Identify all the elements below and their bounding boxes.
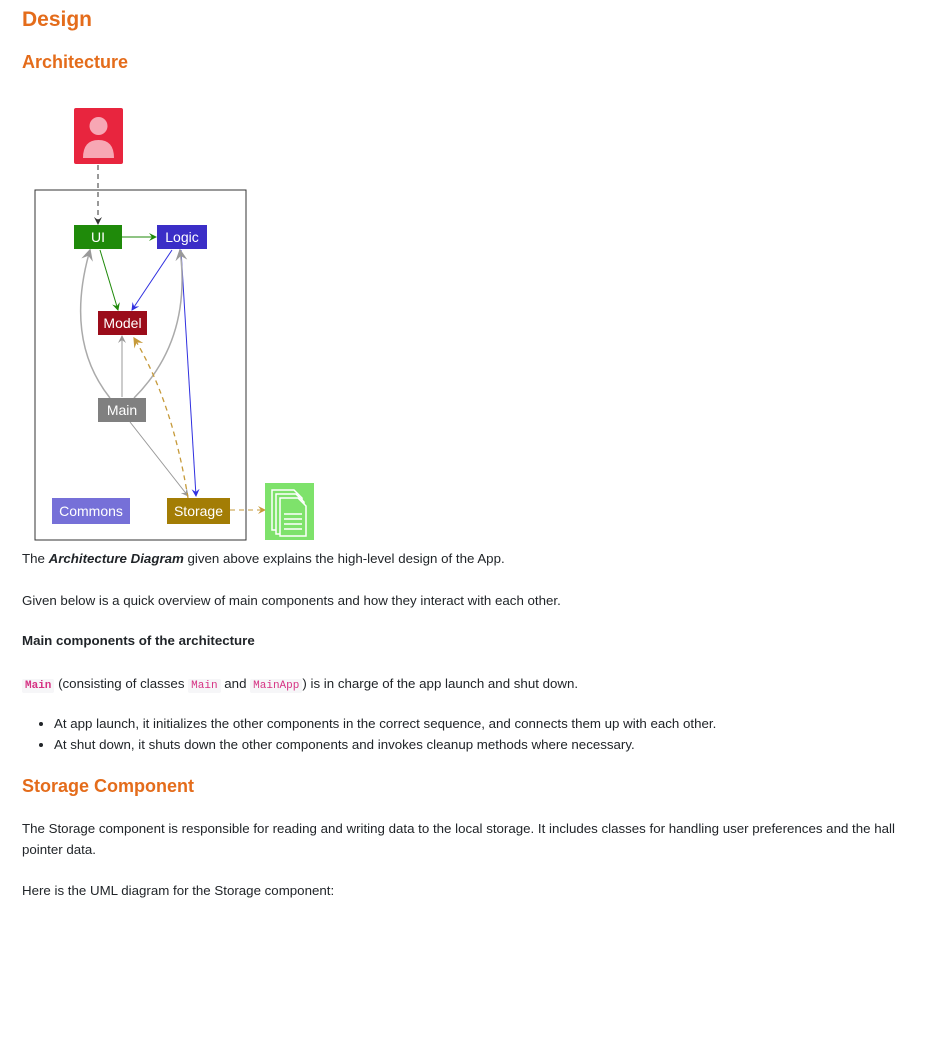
architecture-description: The Architecture Diagram given above exp… xyxy=(22,551,505,566)
list-item: At app launch, it initializes the other … xyxy=(54,714,716,735)
model-node: Model xyxy=(98,311,147,335)
main-node-label: Main xyxy=(107,402,137,418)
ui-to-model-arrow xyxy=(99,249,120,311)
model-node-label: Model xyxy=(103,315,141,331)
logic-node-label: Logic xyxy=(165,229,198,245)
main-components-heading: Main components of the architecture xyxy=(22,633,255,648)
heading-architecture: Architecture xyxy=(22,52,129,72)
main-node: Main xyxy=(98,398,146,422)
uml-intro-text: Here is the UML diagram for the Storage … xyxy=(22,883,335,898)
main-responsibilities-list: At app launch, it initializes the other … xyxy=(22,714,716,755)
app-boundary xyxy=(34,189,247,541)
logic-to-model-arrow xyxy=(131,249,173,311)
ui-node-label: UI xyxy=(91,229,105,245)
logic-node: Logic xyxy=(157,225,207,249)
file-icon xyxy=(265,483,314,540)
ui-node: UI xyxy=(74,225,122,249)
commons-node-label: Commons xyxy=(59,503,123,519)
architecture-diagram: UI Logic Model Main Commons Storage xyxy=(34,108,314,541)
main-description: Main (consisting of classes Main and Mai… xyxy=(22,673,578,697)
storage-node-label: Storage xyxy=(174,503,223,519)
user-icon xyxy=(74,108,123,164)
main-to-ui-arrow xyxy=(79,248,111,399)
logic-to-storage-arrow xyxy=(180,249,200,497)
class-mainapp-code: MainApp xyxy=(250,679,303,693)
storage-to-model-arrow xyxy=(133,336,189,499)
main-to-logic-arrow xyxy=(133,248,188,399)
architecture-diagram-term: Architecture Diagram xyxy=(48,551,184,566)
list-item: At shut down, it shuts down the other co… xyxy=(54,735,716,756)
storage-node: Storage xyxy=(167,498,230,524)
main-to-storage-arrow xyxy=(129,421,189,497)
class-main-code: Main xyxy=(188,679,221,693)
heading-storage-component: Storage Component xyxy=(22,776,195,796)
storage-description: The Storage component is responsible for… xyxy=(22,821,895,857)
commons-node: Commons xyxy=(52,498,130,524)
main-code: Main xyxy=(22,679,55,693)
overview-text: Given below is a quick overview of main … xyxy=(22,593,561,608)
heading-design: Design xyxy=(22,8,93,31)
